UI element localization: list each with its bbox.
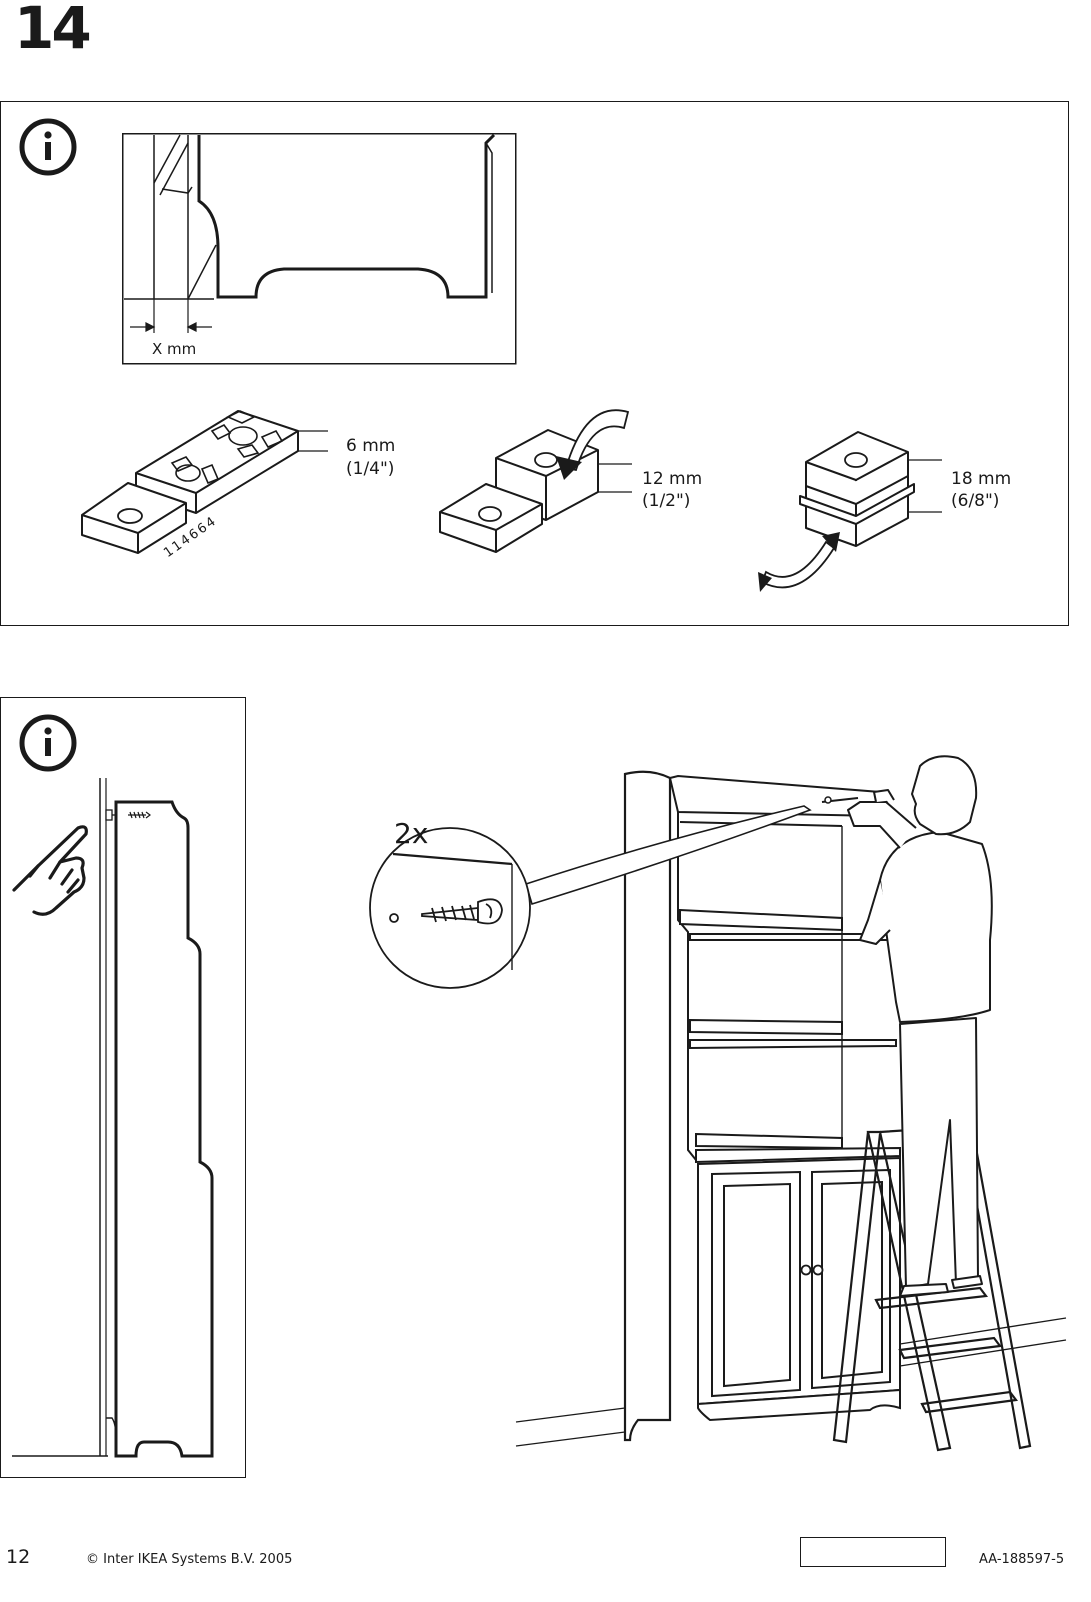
info-icon [19,118,77,176]
rotate-arrow-icon [556,409,630,480]
screw-quantity-label: 2x [394,817,429,850]
spacer-strip-illustration [81,410,328,554]
rotate-arrow-icon [758,532,840,592]
spacer-stack-illustration [758,431,942,592]
spacer-option-1-metric: 6 mm [346,436,396,456]
footer-blank-box [800,1537,946,1567]
step-number: 14 [14,0,92,62]
wall-mount-info-panel [0,697,246,1478]
cabinet-assembly-illustration [369,755,1067,1452]
spacer-option-2-metric: 12 mm [642,469,703,489]
gap-label: X mm [152,340,197,358]
spacer-option-2-imperial: (1/2") [642,491,691,511]
screw-icon [389,898,503,925]
info-icon [19,714,77,772]
copyright-notice: © Inter IKEA Systems B.V. 2005 [86,1552,293,1567]
spacer-option-3-imperial: (6/8") [951,491,1000,511]
spacer-option-1-imperial: (1/4") [346,459,395,479]
spacer-info-panel [0,101,1069,626]
document-code: AA-188597-5 [979,1552,1065,1567]
page-number: 12 [6,1546,31,1568]
spacer-option-3-metric: 18 mm [951,469,1012,489]
gap-detail-illustration [122,133,517,365]
screw-icon [128,811,151,819]
side-panel-profile-illustration [12,778,214,1458]
hand-pointing-icon [12,825,88,916]
spacer-fold-once-illustration [439,409,632,553]
